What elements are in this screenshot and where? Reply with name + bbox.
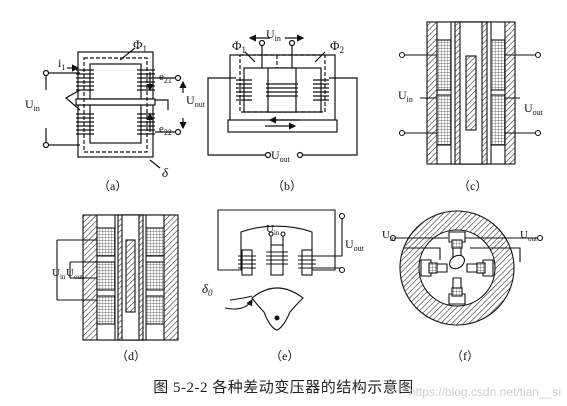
uout-label-d: Uout xyxy=(66,267,83,281)
panel-b xyxy=(207,34,358,159)
uin-label-e: Uin xyxy=(266,223,280,237)
uout-label-e: Uout xyxy=(345,237,365,253)
panel-c-label: （c） xyxy=(458,179,487,193)
coil-upper-left xyxy=(76,69,94,91)
coil-lower-right xyxy=(137,113,155,135)
coil-b-right xyxy=(313,79,329,101)
phi2-label-b: Φ2 xyxy=(330,38,344,55)
uin-label-c: Uin xyxy=(398,88,413,104)
uin-label-a: Uin xyxy=(25,97,40,113)
panel-e xyxy=(217,209,346,331)
coil-e-right xyxy=(298,255,316,269)
rotor-e xyxy=(251,287,304,331)
plunger-c xyxy=(465,55,477,131)
panel-d-label: （d） xyxy=(116,349,146,363)
panel-f-label: （f） xyxy=(451,349,479,363)
armature xyxy=(75,98,156,106)
plunger-d xyxy=(125,239,136,313)
panel-a xyxy=(42,47,187,169)
coil-e-center xyxy=(266,251,288,265)
figure-caption: 图 5-2-2 各种差动变压器的结构示意图 xyxy=(153,380,414,396)
panel-c xyxy=(398,21,542,165)
phi1-label: Φ1 xyxy=(133,37,147,54)
delta-label: δ xyxy=(162,165,169,180)
panel-e-label: （e） xyxy=(270,349,299,363)
uout-label-f: Uout xyxy=(520,229,537,243)
panel-d xyxy=(56,214,179,341)
e21-label: e21 xyxy=(159,71,172,85)
coil-lower-left xyxy=(76,113,94,135)
output-wire xyxy=(155,77,178,133)
uin-label-d: Uin xyxy=(52,267,66,281)
panel-b-label: （b） xyxy=(272,179,302,193)
coil-upper-right xyxy=(137,69,155,91)
flux-path xyxy=(83,57,148,153)
coil-e-left xyxy=(238,255,256,269)
panel-f xyxy=(389,210,544,326)
rotor-f xyxy=(449,254,465,270)
i1-label: i1 xyxy=(58,56,65,72)
input-wire xyxy=(45,72,81,146)
coil-b-left xyxy=(236,79,252,101)
e22-label: e22 xyxy=(159,123,172,137)
panel-a-label: （a） xyxy=(98,179,127,193)
uin-label-b: Uin xyxy=(266,27,281,43)
center-limb xyxy=(267,67,297,113)
output-wire-b xyxy=(207,77,358,156)
phi1-label-b: Φ1 xyxy=(232,38,246,55)
delta0-label: δ0 xyxy=(202,281,213,298)
uout-label-a: Uout xyxy=(186,93,206,109)
uout-label-b: Uout xyxy=(271,148,291,164)
watermark: https://blog.csdn.net/tian__si xyxy=(408,385,561,399)
coil-b-center xyxy=(266,83,298,97)
uin-label-f: Uin xyxy=(382,229,396,243)
uout-label-c: Uout xyxy=(524,101,544,117)
